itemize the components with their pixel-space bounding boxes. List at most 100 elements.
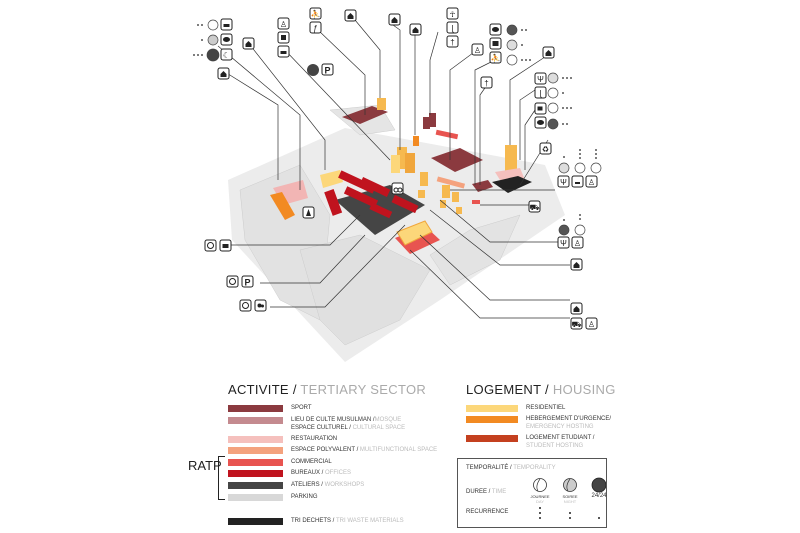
person-icon: ♙ — [277, 17, 290, 30]
fountain-icon: Ψ — [557, 175, 570, 188]
svg-text:☥: ☥ — [450, 10, 456, 19]
full-day-label: 24/24 — [591, 493, 607, 499]
coffee-icon — [534, 102, 547, 115]
svg-text:☾: ☾ — [223, 51, 230, 60]
bed-icon — [277, 45, 290, 58]
home-icon — [542, 46, 555, 59]
clock-icon — [239, 299, 252, 312]
full-day-icon — [591, 477, 606, 493]
emergency-housing-bar — [270, 192, 295, 220]
fountain-icon: Ψ — [557, 236, 570, 249]
night-icon — [563, 478, 577, 492]
theater-mask-icon — [220, 33, 233, 46]
person-icon: ♙ — [585, 317, 598, 330]
home-icon — [570, 258, 583, 271]
home-icon — [217, 67, 230, 80]
residential-small-blocks — [418, 172, 462, 214]
person-icon: ♙ — [585, 175, 598, 188]
svg-text:♙: ♙ — [588, 320, 595, 329]
svg-text:†: † — [450, 38, 454, 47]
person-icon: ♙ — [571, 236, 584, 249]
recurrence-dots — [193, 24, 597, 221]
leader-lines — [217, 19, 570, 319]
student-housing — [423, 117, 430, 129]
svg-text:Ψ: Ψ — [560, 239, 567, 248]
student-housing — [429, 113, 436, 127]
multifunctional-space — [320, 170, 343, 188]
sport-field — [431, 148, 483, 172]
restaurant-strip — [436, 176, 466, 189]
swimming-icon: † — [480, 76, 493, 89]
svg-text:ƒ: ƒ — [313, 24, 317, 33]
neighborhood-blocks — [299, 234, 431, 346]
svg-text:♙: ♙ — [588, 178, 595, 187]
home-icon — [388, 13, 401, 26]
recycle-icon: ♻ — [539, 142, 552, 155]
reading-icon — [277, 31, 290, 44]
recurrence-dots — [539, 507, 600, 519]
svg-text:♙: ♙ — [280, 20, 287, 29]
svg-text:♙: ♙ — [574, 239, 581, 248]
legend-item-commercial: COMMERCIAL — [228, 458, 332, 466]
temporality-legend: TEMPORALITÉ / TEMPORALITY DUREE / TIME R… — [457, 458, 607, 528]
shopping-cart-icon: ⛟ — [570, 317, 583, 330]
theater-mask-icon — [489, 23, 502, 36]
cinema-icon — [489, 37, 502, 50]
residential-tower — [405, 153, 415, 173]
workshop-icon — [219, 239, 232, 252]
residential-tower — [391, 155, 400, 173]
legend-item-tri-dechets: TRI DECHETS / TRI WASTE MATERIALS — [228, 517, 404, 525]
commercial-small — [472, 200, 480, 204]
restaurant-icon: Ψ — [534, 72, 547, 85]
svg-text:ɭ: ɭ — [452, 24, 455, 33]
legend-item-sport: SPORT — [228, 404, 312, 412]
ratp-bracket — [218, 456, 225, 500]
svg-text:♻: ♻ — [542, 145, 549, 154]
commercial-strip — [435, 129, 459, 140]
legend-item-parking: PARKING — [228, 493, 318, 501]
residential-tower — [397, 147, 407, 169]
home-icon — [242, 37, 255, 50]
svg-text:⛟: ⛟ — [571, 320, 581, 329]
day-icon — [533, 478, 547, 492]
running-icon: ⛹ — [309, 7, 322, 20]
legend-item-residentiel: RESIDENTIEL — [466, 404, 565, 412]
full-day-time-icon — [307, 64, 319, 76]
svg-text:Ψ: Ψ — [560, 178, 567, 187]
tree-icon — [302, 206, 315, 219]
offices-blocks — [324, 170, 419, 219]
svg-text:P: P — [244, 278, 250, 288]
home-icon — [409, 23, 422, 36]
svg-text:Ψ: Ψ — [537, 75, 544, 84]
legend-item-bureaux: BUREAUX / OFFICES — [228, 469, 351, 477]
svg-text:P: P — [324, 66, 330, 76]
boxing-icon: ☥ — [446, 7, 459, 20]
bed-icon — [220, 18, 233, 31]
emergency-housing — [413, 136, 419, 146]
golf-icon: ɭ — [534, 86, 547, 99]
gears-icon — [254, 299, 267, 312]
svg-text:⛹: ⛹ — [311, 9, 321, 19]
legend-item-hebergement: HEBERGEMENT D'URGENCE/EMERGENCY HOSTING — [466, 415, 611, 431]
neighborhood-blocks — [429, 214, 521, 286]
residential-block — [377, 98, 386, 110]
duree-label: DUREE / TIME — [466, 489, 507, 495]
svg-text:♙: ♙ — [474, 46, 481, 55]
residential-bar — [396, 220, 433, 246]
clock-icon — [226, 275, 239, 288]
logement-legend-title: LOGEMENT / HOUSING — [466, 382, 616, 397]
sport-building-small — [472, 180, 493, 192]
svg-text:ɭ: ɭ — [540, 89, 543, 98]
moon-icon: ☾ — [220, 48, 233, 61]
shopping-cart-icon: ⛟ — [528, 200, 541, 213]
temporality-title: TEMPORALITÉ / TEMPORALITY — [466, 465, 556, 471]
legend-item-restauration: RESTAURATION — [228, 435, 337, 443]
golf-icon: ɭ — [446, 21, 459, 34]
svg-text:†: † — [484, 79, 488, 88]
bike-icon — [391, 182, 404, 195]
time-indicators — [206, 19, 602, 236]
